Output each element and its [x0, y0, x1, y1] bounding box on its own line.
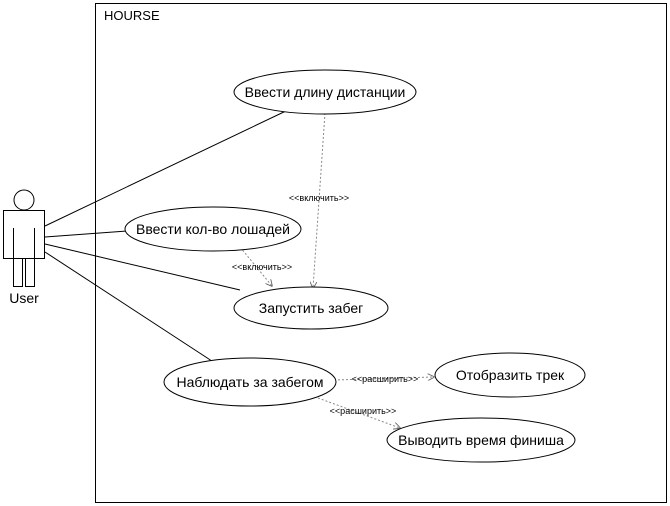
- actor-leg-left: [13, 258, 23, 287]
- usecase-show-finish-time-shape: [386, 417, 576, 463]
- usecase-watch-race: Наблюдать за забегом: [163, 357, 337, 407]
- usecase-enter-horses-shape: [124, 206, 302, 252]
- usecase-show-finish-time: Выводить время финиша: [386, 417, 576, 463]
- usecase-start-race-label: Запустить забег: [259, 300, 363, 316]
- actor-head: [13, 189, 35, 211]
- usecase-enter-distance-label: Ввести длину дистанции: [245, 84, 406, 100]
- usecase-enter-horses-label: Ввести кол-во лошадей: [136, 221, 290, 237]
- usecase-watch-race-shape: [163, 357, 337, 407]
- usecase-enter-distance: Ввести длину дистанции: [233, 69, 417, 115]
- usecase-watch-race-label: Наблюдать за забегом: [176, 374, 323, 390]
- extend-watch-to-finish: [317, 397, 400, 428]
- extend-label-2: <<расширить>>: [330, 406, 397, 416]
- extend-watch-to-track: [333, 377, 434, 380]
- usecase-show-finish-time-label: Выводить время финиша: [398, 432, 564, 448]
- include-label-2: <<включить>>: [232, 262, 292, 272]
- actor-name: User: [9, 290, 39, 306]
- usecase-start-race: Запустить забег: [233, 286, 389, 330]
- usecase-start-race-shape: [233, 286, 389, 330]
- usecase-enter-horses: Ввести кол-во лошадей: [124, 206, 302, 252]
- extend-label-1: <<расширить>>: [352, 374, 419, 384]
- system-boundary: [95, 3, 667, 503]
- usecase-show-track-label: Отобразить трек: [456, 367, 565, 383]
- usecase-show-track-shape: [434, 352, 586, 398]
- usecase-enter-distance-shape: [233, 69, 417, 115]
- actor-body: [3, 210, 45, 259]
- association-enter-distance: [44, 109, 289, 227]
- association-watch-race: [44, 251, 219, 366]
- include-distance-to-start: [313, 112, 326, 288]
- usecase-show-track: Отобразить трек: [434, 352, 586, 398]
- include-horses-to-start: [239, 246, 272, 286]
- actor-leg-right: [25, 258, 35, 287]
- system-name: HOURSE: [104, 8, 160, 23]
- association-start-race: [44, 243, 241, 291]
- actor-user: User: [3, 189, 45, 306]
- include-label-1: <<включить>>: [289, 193, 349, 203]
- association-enter-horses: [44, 230, 128, 238]
